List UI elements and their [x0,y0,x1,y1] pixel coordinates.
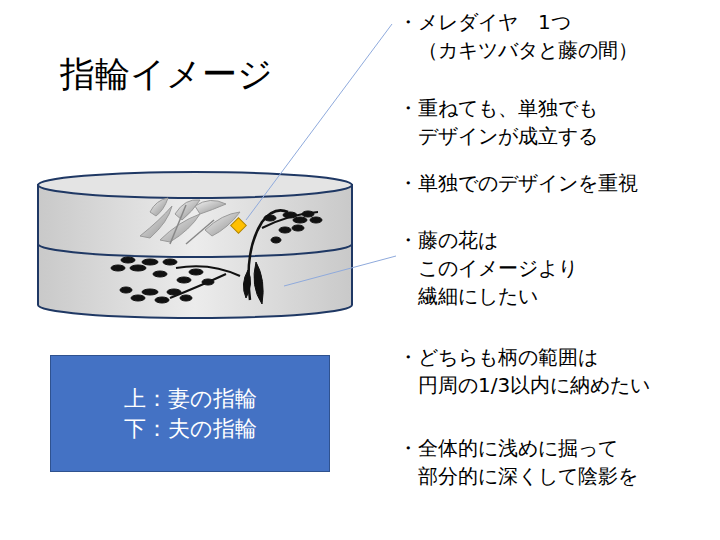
leader-line [246,24,392,220]
note-text: ・どちらも柄の範囲は 円周の1/3以内に納めたい [398,343,668,399]
note-text: ・メレダイヤ 1つ （カキツバタと藤の間） [398,8,678,64]
note-text: ・重ねても、単独でも デザインが成立する [398,94,638,150]
leader-line [284,256,396,286]
box-text: 下：夫の指輪 [124,414,257,444]
note-text: ・単独でのデザインを重視 [398,169,698,197]
note-text: ・全体的に浅めに掘って 部分的に深くして陰影を [398,434,678,490]
melee-diamond [231,218,247,234]
legend-box: 上：妻の指輪下：夫の指輪 [50,355,330,472]
ring-top [38,172,352,198]
box-text: 上：妻の指輪 [124,384,257,414]
ring-body [38,185,352,318]
note-text: ・藤の花は このイメージより 繊細にしたい [398,226,618,310]
iris-engraving [140,198,240,244]
diagram-title: 指輪イメージ [60,52,273,96]
wisteria-engraving [111,210,322,304]
ring-divider [38,244,352,257]
